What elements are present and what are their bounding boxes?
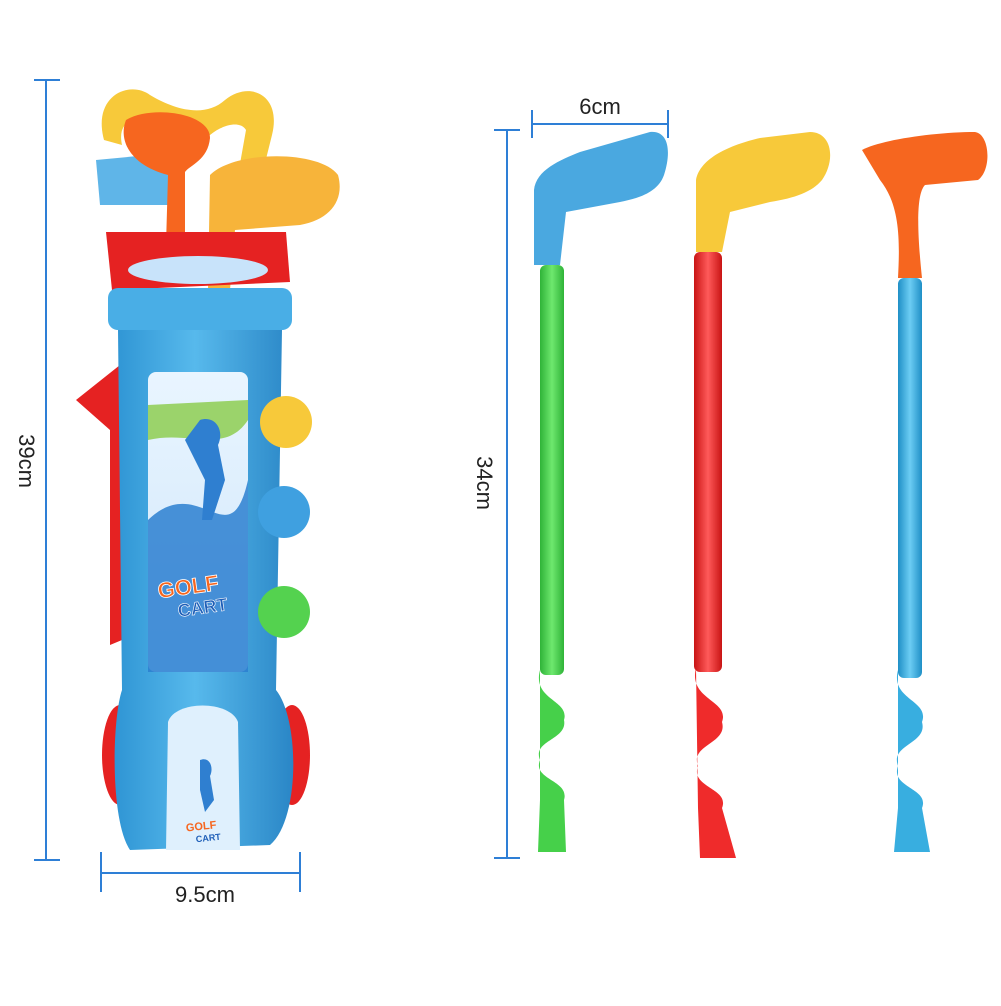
- golfer-silhouette: [185, 419, 225, 520]
- green-golf-ball: [258, 586, 310, 638]
- bag-orange-club: [123, 112, 210, 281]
- club-yellow-iron-head: [696, 132, 831, 252]
- golf-bag: GOLF CART GOLF CART: [76, 89, 340, 850]
- yellow-golf-ball: [260, 396, 312, 448]
- club-orange-putter-head: [862, 132, 988, 278]
- club-orange-putter: [862, 132, 988, 852]
- bag-height-label: 39cm: [14, 434, 39, 488]
- dimension-club-height: [494, 129, 520, 859]
- dimension-bag-height: [34, 79, 60, 861]
- bag-width-label: 9.5cm: [175, 882, 235, 907]
- club-red-shaft: [694, 252, 722, 672]
- club-red-grip: [694, 668, 736, 858]
- club-blue-shaft: [898, 278, 922, 678]
- club-height-label: 34cm: [472, 456, 497, 510]
- head-width-label: 6cm: [579, 94, 621, 119]
- bag-collar: [108, 288, 292, 330]
- club-blue-iron-head: [534, 131, 668, 265]
- bag-yellow-club-head: [208, 156, 340, 290]
- golf-cart-print-small-top: GOLF: [185, 819, 217, 834]
- club-yellow-iron: [694, 132, 831, 858]
- dimension-bag-width: [100, 852, 301, 892]
- golf-cart-print-small-bottom: CART: [195, 832, 221, 845]
- dimension-head-width: [531, 110, 669, 138]
- club-blue-iron: [534, 131, 668, 852]
- club-green-shaft: [540, 265, 564, 675]
- club-blue-grip: [894, 670, 930, 852]
- blue-golf-ball: [258, 486, 310, 538]
- club-green-grip: [538, 670, 566, 852]
- red-flag: [76, 365, 122, 645]
